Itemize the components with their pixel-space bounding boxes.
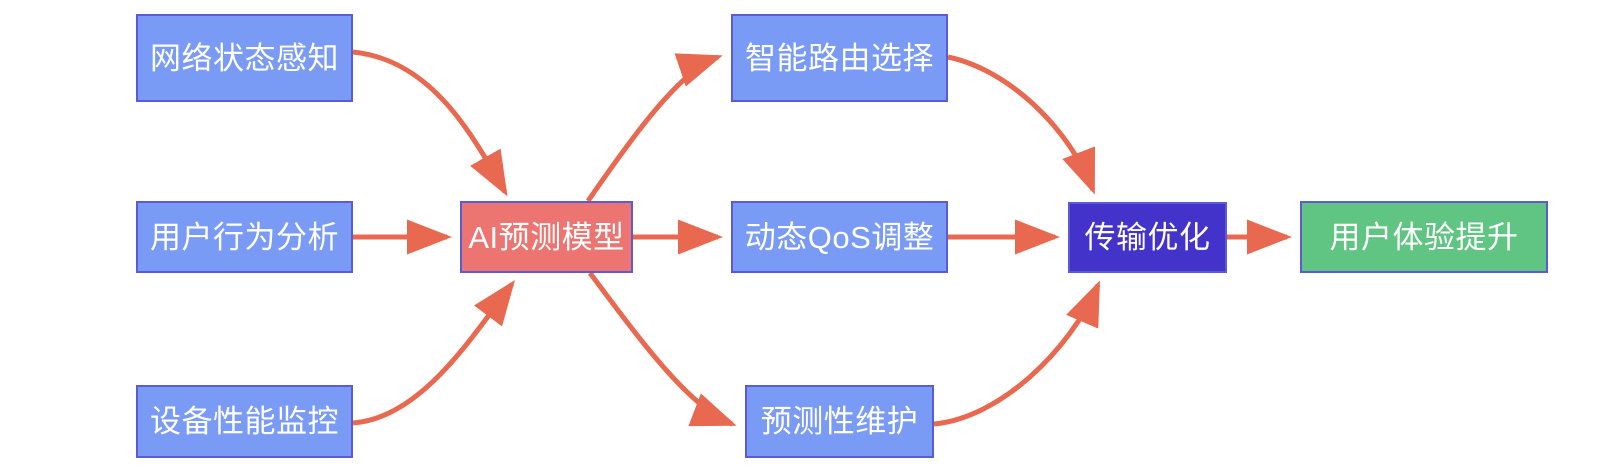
flow-node-n7[interactable]: 预测性维护 [745,385,934,458]
flow-edge-e1 [352,49,508,197]
flow-node-label: 用户体验提升 [1329,219,1519,255]
flow-node-n2[interactable]: 用户行为分析 [136,201,353,273]
flow-node-n6[interactable]: 动态QoS调整 [731,201,948,273]
flow-edge-e3 [352,279,515,426]
flow-node-label: 预测性维护 [760,404,919,439]
flow-node-n9[interactable]: 用户体验提升 [1300,201,1548,273]
flow-edge-e9 [933,280,1101,427]
flow-node-n1[interactable]: 网络状态感知 [136,14,353,102]
flow-node-label: 动态QoS调整 [744,219,935,255]
flow-node-n8[interactable]: 传输优化 [1068,202,1227,273]
flow-node-label: 设备性能监控 [150,404,339,439]
flow-node-label: 智能路由选择 [745,40,934,76]
flow-node-n4[interactable]: AI预测模型 [460,201,633,273]
flow-node-label: 用户行为分析 [150,219,339,255]
flow-node-label: AI预测模型 [468,219,625,255]
flow-node-n3[interactable]: 设备性能监控 [136,385,353,458]
flow-node-label: 网络状态感知 [150,40,339,76]
flow-edge-e7 [947,54,1096,195]
flow-node-label: 传输优化 [1084,220,1211,255]
flow-edge-e4 [585,53,723,203]
flow-edge-e6 [587,271,737,427]
flow-node-n5[interactable]: 智能路由选择 [731,14,948,102]
